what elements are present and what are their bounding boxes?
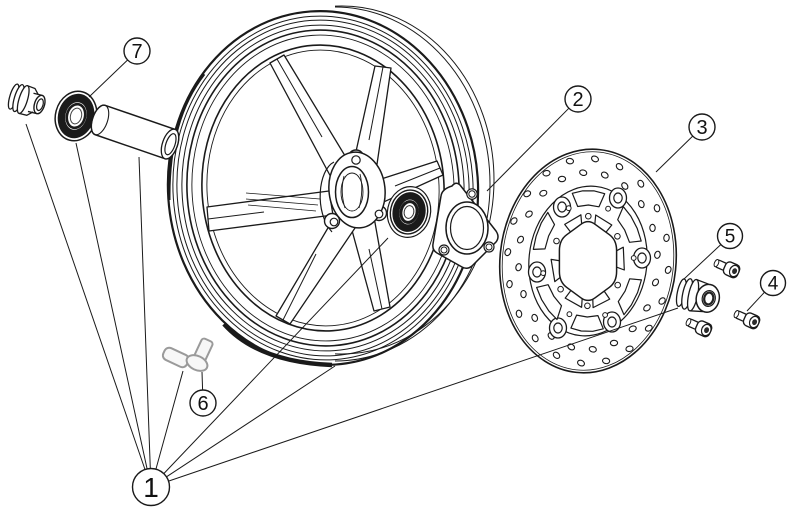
disc-bolts xyxy=(685,259,761,338)
disc-drill-pattern xyxy=(504,155,672,367)
callout-1: 1 xyxy=(131,467,171,507)
ribbed-wheel-spacer xyxy=(675,278,721,313)
callout-number: 3 xyxy=(696,117,707,139)
callout-number: 5 xyxy=(725,227,736,248)
callout-6: 6 xyxy=(189,389,217,417)
valve-base xyxy=(185,354,209,372)
callout-number: 2 xyxy=(572,89,583,111)
brake-disc-rotor xyxy=(498,148,678,374)
callout-3: 3 xyxy=(688,113,716,141)
leader-line-7 xyxy=(88,59,128,98)
spoke xyxy=(206,190,334,232)
leader-line-1 xyxy=(168,307,679,482)
wheel-rim-depth xyxy=(335,5,495,362)
leader-line-2 xyxy=(486,107,570,192)
callout-4: 4 xyxy=(759,269,787,297)
callout-5: 5 xyxy=(716,222,744,250)
callout-number: 7 xyxy=(131,41,142,63)
axle-spacer-tube xyxy=(90,104,180,160)
hub-bolt-hole xyxy=(351,155,361,165)
socket-bolt xyxy=(733,310,761,330)
leader-line-1 xyxy=(155,370,184,470)
disc-carrier-cutouts xyxy=(532,190,642,332)
mounting-bracket-plate xyxy=(432,182,499,270)
spoke xyxy=(275,215,356,325)
spoke xyxy=(349,216,391,312)
callout-balloons: 1 2 3 4 5 6 7 xyxy=(123,37,787,507)
callout-number: 6 xyxy=(197,393,208,415)
hub-bolt-hole xyxy=(329,217,339,227)
spoke-hatching xyxy=(245,192,321,212)
hub-bearing xyxy=(386,186,432,238)
tire-valve xyxy=(161,337,214,372)
leader-line-1 xyxy=(138,156,151,469)
wheel-bearing xyxy=(54,90,98,142)
leader-line-5 xyxy=(683,244,722,280)
leader-line-6 xyxy=(201,371,204,391)
front-wheel xyxy=(166,5,495,368)
tire-shading-topleft xyxy=(167,73,206,201)
disc-float-rivets xyxy=(527,187,652,339)
axle-spacer-small xyxy=(7,83,46,116)
leader-line-4 xyxy=(746,291,765,312)
wheel-hub xyxy=(319,149,388,233)
tire-shading-bottom xyxy=(222,322,333,368)
callout-2: 2 xyxy=(564,85,592,113)
socket-bolt xyxy=(685,318,713,338)
leader-line-1 xyxy=(75,142,148,470)
valve-cap xyxy=(161,346,190,369)
leader-line-3 xyxy=(655,135,694,173)
leader-line-1 xyxy=(163,237,389,474)
leader-line-1 xyxy=(25,123,146,470)
callout-7: 7 xyxy=(123,37,151,65)
callout-number: 1 xyxy=(143,472,159,503)
hub-bolt-hole xyxy=(374,209,384,219)
leader-line-1 xyxy=(166,365,336,478)
leader-lines xyxy=(25,59,765,482)
socket-bolt xyxy=(713,259,741,279)
wheel-rim xyxy=(166,10,480,366)
callout-number: 4 xyxy=(768,274,779,295)
